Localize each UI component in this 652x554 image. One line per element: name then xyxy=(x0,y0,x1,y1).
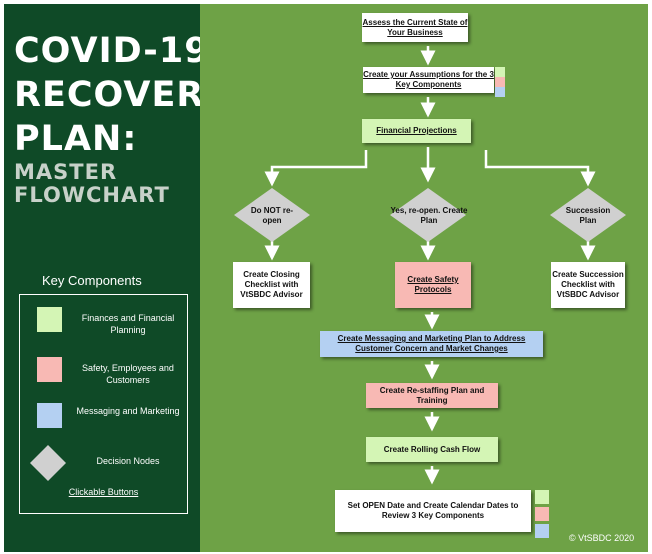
finance-legend-label: Finances and Financial Planning xyxy=(81,313,175,335)
assess-business-button[interactable]: Assess the Current State of Your Busines… xyxy=(362,13,468,42)
decision-diamond-reopen xyxy=(390,188,466,242)
open-date-button[interactable]: Set OPEN Date and Create Calendar Dates … xyxy=(335,490,531,532)
rolling-cash-flow-button[interactable]: Create Rolling Cash Flow xyxy=(366,437,498,462)
messaging-indicator xyxy=(535,524,549,538)
restaffing-plan-button[interactable]: Create Re-staffing Plan and Training xyxy=(366,383,498,408)
safety-legend-label: Safety, Employees and Customers xyxy=(82,363,174,385)
connector-arrow xyxy=(264,150,368,187)
finance-indicator xyxy=(495,67,505,77)
messaging-legend-label: Messaging and Marketing xyxy=(76,406,180,416)
decision-succession-label[interactable]: Succession Plan xyxy=(565,206,611,225)
title-line-3: PLAN: xyxy=(14,119,138,159)
finance-indicator xyxy=(535,490,549,504)
messaging-indicator xyxy=(495,87,505,97)
messaging-plan-button[interactable]: Create Messaging and Marketing Plan to A… xyxy=(320,331,543,357)
connector-arrow xyxy=(484,150,596,187)
decision-diamond-not-reopen xyxy=(234,188,310,242)
decision-not-reopen-label[interactable]: Do NOT re-open xyxy=(250,206,294,225)
succession-checklist-button[interactable]: Create Succession Checklist with VtSBDC … xyxy=(551,262,625,308)
copyright-notice: © VtSBDC 2020 xyxy=(569,533,635,543)
title-line-2: RECOVERY xyxy=(14,75,229,115)
financial-projections-button[interactable]: Financial Projections xyxy=(362,119,471,143)
title-line-1: COVID-19 xyxy=(14,31,210,71)
decision-reopen-label[interactable]: Yes, re-open. Create Plan xyxy=(390,206,468,225)
key-components-legend: Finances and Financial Planning Safety, … xyxy=(19,294,188,514)
create-assumptions-button[interactable]: Create your Assumptions for the 3 Key Co… xyxy=(363,67,494,93)
messaging-swatch xyxy=(37,403,62,428)
finance-swatch xyxy=(37,307,62,332)
safety-swatch xyxy=(37,357,62,382)
decision-legend-label: Decision Nodes xyxy=(96,456,160,466)
safety-indicator xyxy=(535,507,549,521)
safety-indicator xyxy=(495,77,505,87)
subtitle-line-2: FLOWCHART xyxy=(14,183,170,207)
decision-node-swatch xyxy=(30,445,66,481)
safety-protocols-button[interactable]: Create Safety Protocols xyxy=(395,262,471,308)
closing-checklist-button[interactable]: Create Closing Checklist with VtSBDC Adv… xyxy=(233,262,310,308)
clickable-buttons-link[interactable]: Clickable Buttons xyxy=(68,487,139,497)
decision-diamond-succession xyxy=(550,188,626,242)
subtitle-line-1: MASTER xyxy=(14,160,118,184)
title-panel: COVID-19 RECOVERY PLAN: MASTER FLOWCHART… xyxy=(4,4,228,552)
flow-connectors xyxy=(234,46,626,485)
key-components-heading: Key Components xyxy=(42,273,142,288)
